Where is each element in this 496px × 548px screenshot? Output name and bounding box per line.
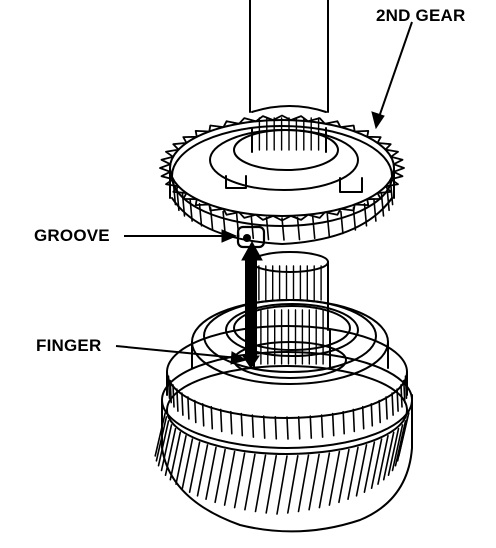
alignment-arrow <box>241 240 263 369</box>
leader-lines <box>115 21 413 365</box>
label-groove: GROOVE <box>34 226 110 245</box>
label-2nd-gear: 2ND GEAR <box>376 6 466 25</box>
second-gear <box>159 114 405 245</box>
lower-gear-cluster <box>154 299 413 533</box>
mainshaft <box>249 0 329 331</box>
label-finger: FINGER <box>36 336 102 355</box>
lower-helical-gear <box>161 394 413 533</box>
